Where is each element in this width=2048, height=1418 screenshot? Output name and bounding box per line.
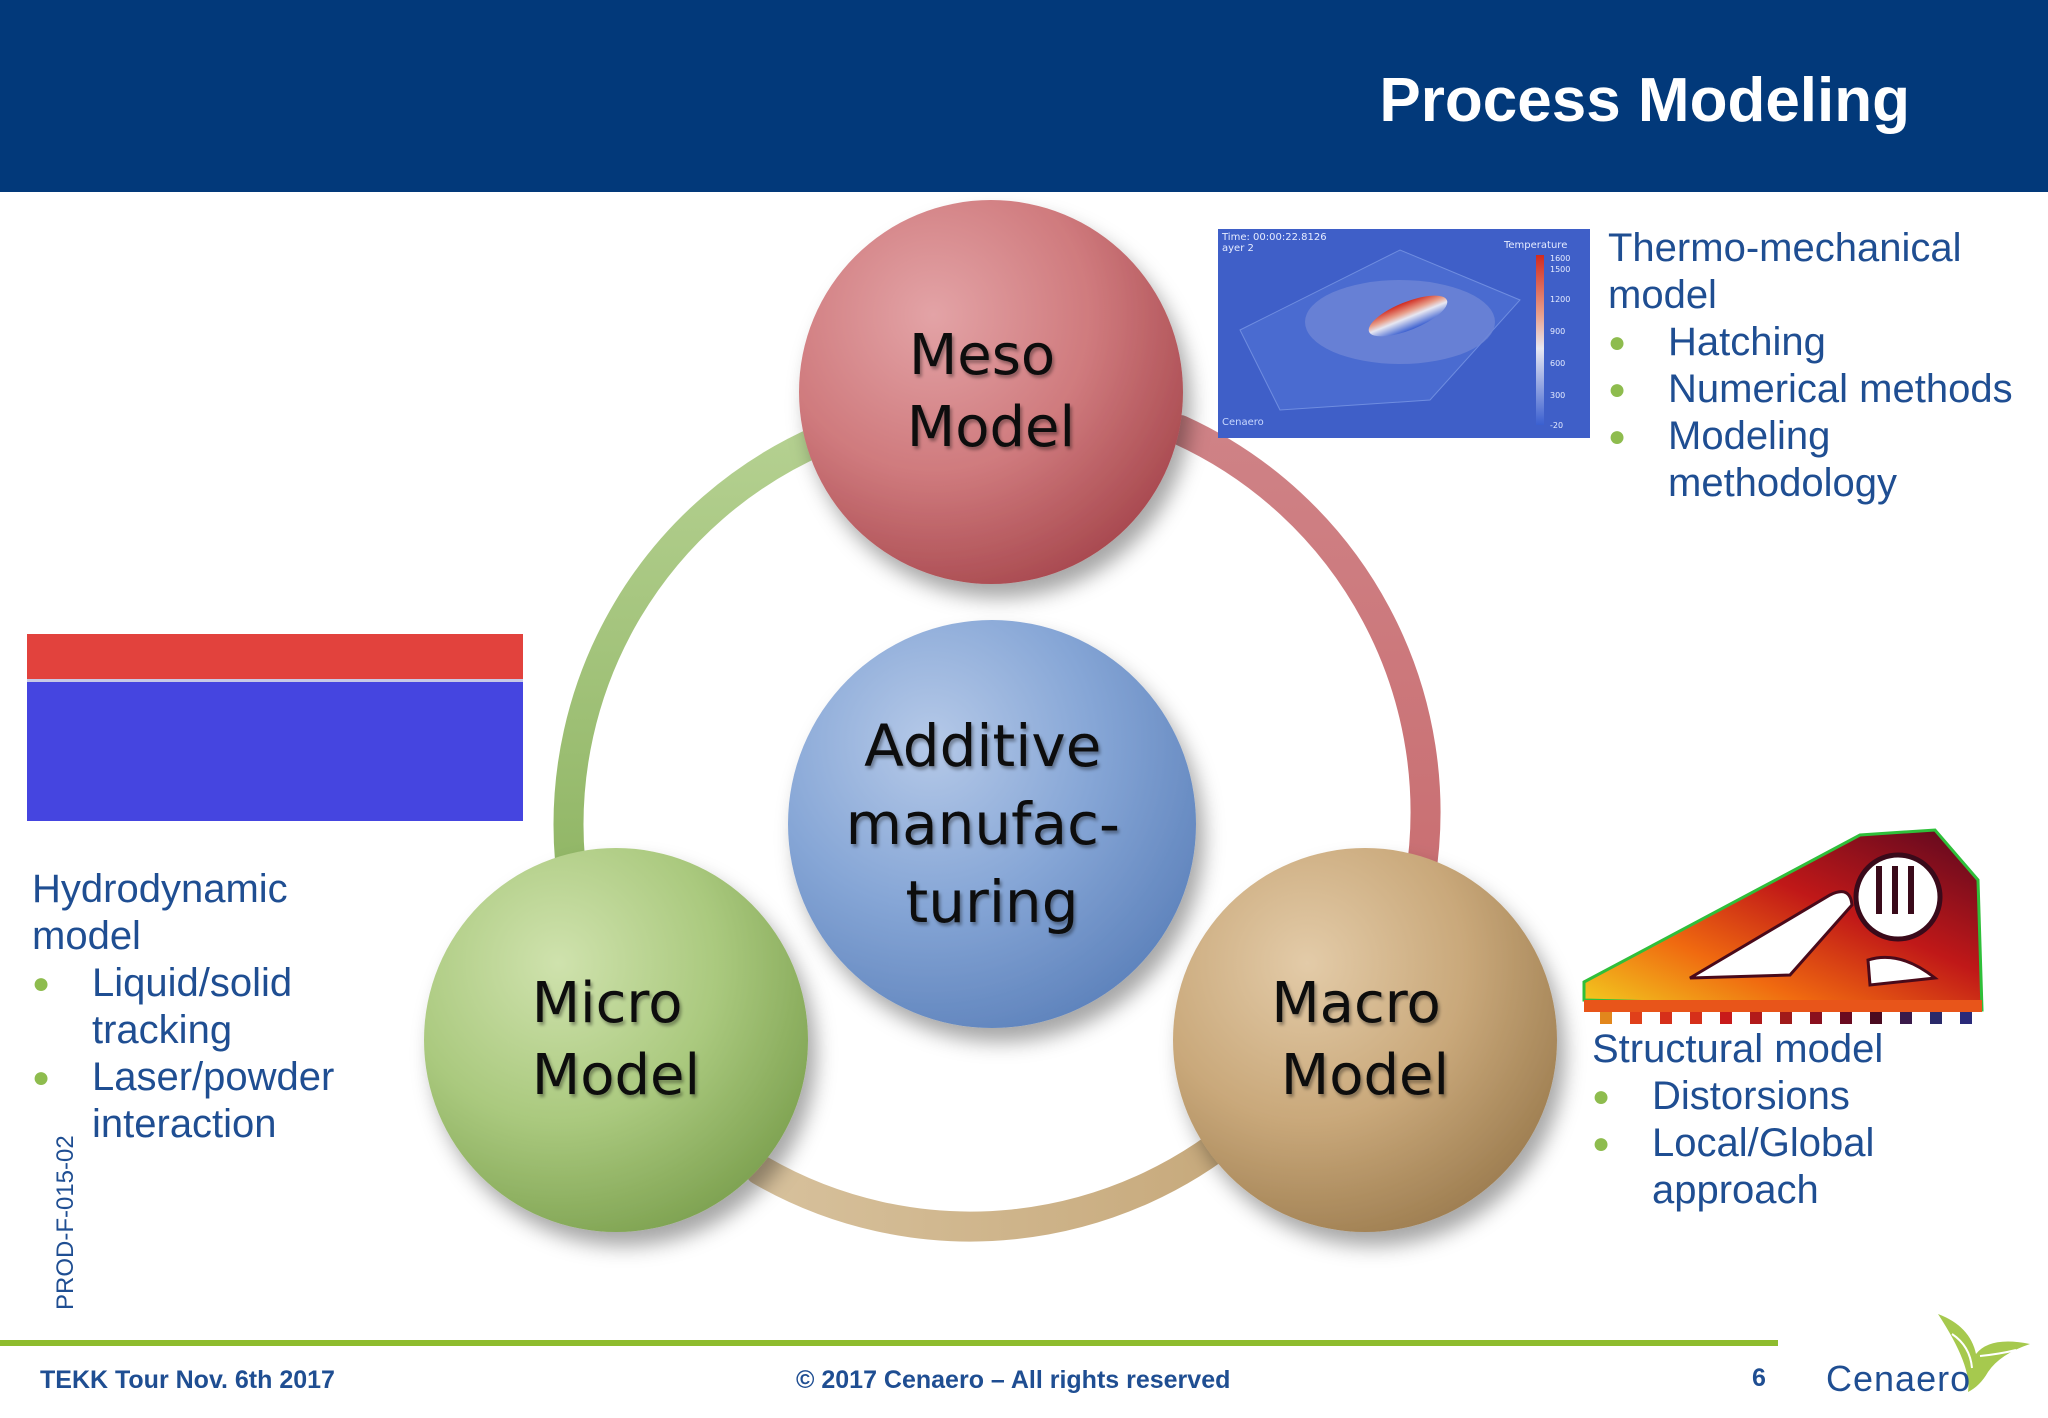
hydro-list: ● Liquid/solid tracking ● Laser/powder int… [32, 960, 392, 1148]
sim-brand-label: Cenaero [1222, 417, 1264, 428]
title-bar: Process Modeling [0, 0, 2048, 192]
bullet-icon: ● [1608, 420, 1627, 453]
sim-legend-title: Temperature [1503, 240, 1567, 251]
thermo-heading-line-2: model [1608, 273, 1717, 317]
thermo-heading-line-1: Thermo-mechanical [1608, 226, 1962, 270]
hydro-heading-line-2: model [32, 914, 141, 958]
footer-event: TEKK Tour Nov. 6th 2017 [40, 1366, 335, 1394]
cycle-arc-macro-to-micro [745, 1105, 1265, 1242]
footer-divider [0, 1340, 1778, 1346]
structural-simulation-image [1582, 828, 1984, 1024]
cycle-arc-micro-to-meso [553, 425, 835, 875]
hydro-item-laser-powder: Laser/powder interaction [92, 1055, 335, 1146]
bullet-icon: ● [1592, 1080, 1611, 1113]
slide-title: Process Modeling [1379, 66, 1910, 135]
footer-copyright: © 2017 Cenaero – All rights reserved [796, 1366, 1231, 1394]
hydro-heading-line-1: Hydrodynamic [32, 867, 288, 911]
svg-text:Micro Model: Micro Model [532, 971, 701, 1108]
structural-item-local-global: Local/Global approach [1652, 1121, 1875, 1212]
thermo-item-numerical-methods: Numerical methods [1668, 367, 2013, 411]
macro-model-circle [1173, 848, 1557, 1232]
additive-manufacturing-circle [788, 620, 1196, 1028]
list-item: ● Local/Global approach [1592, 1120, 1922, 1214]
list-item: ● Liquid/solid tracking [32, 960, 392, 1054]
sim-legend-tick: 900 [1550, 327, 1565, 336]
additive-manufacturing-node: Additive manufac- turing [788, 620, 1196, 1028]
document-code: PROD-F-015-02 [52, 1135, 79, 1310]
svg-text:Meso Model: Meso Model [907, 323, 1075, 460]
center-label-line-3: turing [905, 868, 1078, 936]
sim-legend-tick: 600 [1550, 359, 1565, 368]
structural-item-distorsions: Distorsions [1652, 1074, 1850, 1118]
macro-model-label-line-2: Model [1281, 1043, 1449, 1108]
thermo-mechanical-block: Thermo-mechanical model ● Hatching ● Numer… [1608, 225, 2013, 507]
sim-time-label: Time: 00:00:22.8126 [1221, 232, 1327, 243]
list-item: ● Modeling methodology [1608, 413, 1998, 507]
page-number: 6 [1752, 1364, 1766, 1392]
hydrodynamic-block: Hydrodynamic model ● Liquid/solid trackin… [32, 866, 392, 1148]
bullet-icon: ● [1608, 326, 1627, 359]
center-label-line-1: Additive [864, 712, 1101, 780]
micro-model-circle [424, 848, 808, 1232]
meso-model-node: Meso Model [799, 200, 1183, 584]
macro-model-node: Macro Model [1173, 848, 1557, 1232]
bullet-icon: ● [1608, 373, 1627, 406]
hydro-item-liquid-solid: Liquid/solid tracking [92, 961, 293, 1052]
bullet-icon: ● [1592, 1127, 1611, 1160]
logo-text: Cenaero [1826, 1358, 1972, 1399]
svg-text:Macro Model: Macro Model [1271, 971, 1458, 1108]
thermo-list: ● Hatching ● Numerical methods ● Modeling m… [1608, 319, 2013, 507]
thermo-simulation-image: Time: 00:00:22.8126 ayer 2 Temperature 1… [1218, 229, 1590, 438]
structural-list: ● Distorsions ● Local/Global approach [1592, 1073, 1922, 1214]
structural-heading: Structural model [1592, 1027, 1884, 1071]
micro-model-label-line-2: Model [532, 1043, 700, 1108]
cycle-arc-meso-to-macro [1165, 415, 1441, 895]
list-item: ● Numerical methods [1608, 366, 2013, 413]
bullet-icon: ● [32, 1061, 51, 1094]
sim-legend-tick: 1200 [1550, 295, 1570, 304]
cenaero-logo: Cenaero [1820, 1306, 2040, 1406]
meso-model-label-line-2: Model [907, 395, 1075, 460]
micro-model-label-line-1: Micro [532, 971, 683, 1036]
structural-block: Structural model ● Distorsions ● Local/Glo… [1592, 1026, 1922, 1214]
thermo-item-hatching: Hatching [1668, 320, 1826, 364]
center-label-line-2: manufac- [846, 790, 1120, 858]
thermo-item-modeling-methodology: Modeling methodology [1668, 414, 1898, 505]
micro-model-node: Micro Model [424, 848, 808, 1232]
list-item: ● Hatching [1608, 319, 2013, 366]
sim-legend-tick: 1500 [1550, 265, 1570, 274]
list-item: ● Distorsions [1592, 1073, 1922, 1120]
bird-icon [1938, 1314, 2030, 1392]
sim-legend-tick: 300 [1550, 391, 1565, 400]
sim-layer-label: ayer 2 [1222, 243, 1254, 254]
meso-model-label-line-1: Meso [909, 323, 1055, 388]
list-item: ● Laser/powder interaction [32, 1054, 392, 1148]
hydro-simulation-image [27, 634, 523, 821]
bullet-icon: ● [32, 967, 51, 1000]
sim-legend-tick: -20 [1550, 421, 1563, 430]
sim-legend-tick: 1600 [1550, 254, 1570, 263]
macro-model-label-line-1: Macro [1271, 971, 1440, 1036]
meso-model-circle [799, 200, 1183, 584]
svg-text:Additive manufac-: Additive manufac- turing [846, 712, 1139, 936]
